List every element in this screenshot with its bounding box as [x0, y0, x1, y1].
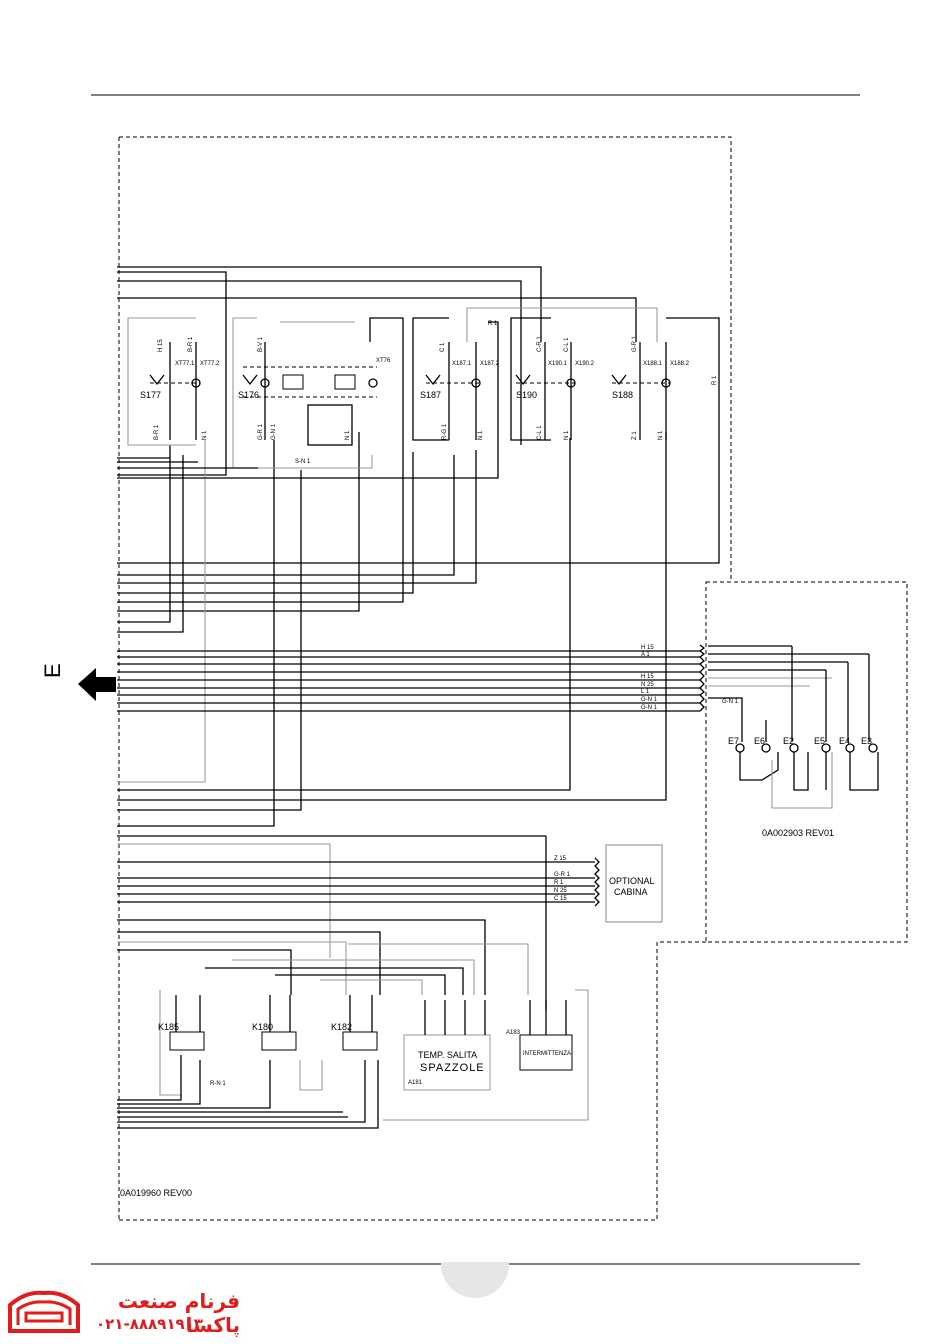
- svg-text:S-N 1: S-N 1: [295, 459, 311, 465]
- svg-text:E6: E6: [754, 736, 765, 746]
- svg-text:H 15: H 15: [158, 339, 164, 352]
- svg-text:B-R 1: B-R 1: [154, 424, 160, 440]
- svg-text:B-V 1: B-V 1: [258, 336, 264, 352]
- top-bus-wires: [117, 266, 720, 827]
- svg-text:H 15: H 15: [641, 674, 654, 680]
- svg-text:X190.1: X190.1: [548, 361, 568, 367]
- arrow-e-icon: E: [40, 663, 116, 701]
- svg-text:B-R 1: B-R 1: [188, 336, 194, 352]
- switch-outlines: [117, 317, 551, 479]
- svg-text:XT76: XT76: [376, 358, 391, 364]
- svg-text:TEMP. SALITA: TEMP. SALITA: [418, 1050, 477, 1060]
- svg-text:L 1: L 1: [641, 689, 650, 695]
- svg-text:R 1: R 1: [488, 321, 498, 327]
- company-name: فرنام صنعت پاکسا: [117, 1289, 240, 1337]
- x205-harness: H 15 A 1 H 15 N 25 L 1 G-N 1 G-N 1: [117, 644, 706, 712]
- svg-text:E: E: [40, 663, 65, 678]
- relay-k185: K185 R-N 1: [158, 995, 226, 1087]
- label-s187: S187: [420, 390, 441, 400]
- svg-text:E2: E2: [783, 736, 794, 746]
- optional-cabina-box: [605, 844, 663, 923]
- company-logo: فرنام صنعت پاکسا ۰۲۱-۸۸۸۹۱۹۱۳: [0, 1285, 240, 1340]
- svg-text:R 1: R 1: [712, 375, 718, 385]
- svg-text:N 1: N 1: [658, 430, 664, 440]
- svg-text:N 1: N 1: [478, 430, 484, 440]
- svg-text:OPTIONAL: OPTIONAL: [609, 876, 655, 886]
- svg-text:R 1: R 1: [554, 880, 564, 886]
- switch-S177: S177 H 15 B-R 1 B-R 1 N 1 XT77.1 XT77.2: [140, 336, 220, 440]
- switch-S190: S190 C-R 1 C-L 1 C-L 1 N 1 X190.1 X190.2: [515, 336, 595, 440]
- logo-icon: [8, 1290, 80, 1333]
- label-s176: S176: [238, 390, 259, 400]
- svg-text:C-L 1: C-L 1: [537, 425, 543, 440]
- revision-upper: 0A002903 REV01: [762, 828, 834, 838]
- relay-k180: K180: [252, 995, 297, 1051]
- company-phone: ۰۲۱-۸۸۸۹۱۹۱۳: [96, 1315, 203, 1333]
- lamp-unit: E7 E6 E2 E5 E4 E3 G-N 1: [708, 645, 879, 809]
- svg-text:K182: K182: [331, 1022, 352, 1032]
- svg-text:Z 15: Z 15: [554, 856, 567, 862]
- svg-text:N 1: N 1: [202, 430, 208, 440]
- module-a183: INTERMITTENZA A183: [506, 1000, 573, 1071]
- svg-text:C 15: C 15: [554, 896, 567, 902]
- svg-text:X190.2: X190.2: [575, 361, 595, 367]
- svg-text:X187.1: X187.1: [452, 361, 472, 367]
- svg-text:CABINA: CABINA: [614, 887, 648, 897]
- svg-text:R-G 1: R-G 1: [442, 423, 448, 440]
- relay-wiring: [117, 919, 589, 1129]
- svg-text:C 1: C 1: [440, 342, 446, 352]
- svg-text:N 1: N 1: [564, 430, 570, 440]
- svg-text:A183: A183: [506, 1030, 521, 1036]
- svg-text:G-N 1: G-N 1: [271, 423, 277, 440]
- svg-text:X188.2: X188.2: [670, 361, 690, 367]
- svg-text:E5: E5: [814, 736, 825, 746]
- x206-harness: Z 15 G-R 1 R 1 N 25 C 15 OPTIONAL CABINA: [117, 835, 663, 1010]
- svg-text:E4: E4: [839, 736, 850, 746]
- svg-text:N 25: N 25: [641, 682, 654, 688]
- svg-text:H 15: H 15: [641, 645, 654, 651]
- relay-k182: K182: [331, 995, 378, 1051]
- switch-S188: S188 G-R 1 R 1 Z 1 N 1 X188.1 X188.2: [611, 335, 718, 440]
- svg-text:G-N 1: G-N 1: [641, 697, 658, 703]
- main-dashed-frame: [119, 136, 732, 582]
- svg-text:XT77.2: XT77.2: [200, 361, 220, 367]
- svg-text:SPAZZOLE: SPAZZOLE: [420, 1062, 485, 1074]
- svg-text:Z 1: Z 1: [632, 431, 638, 440]
- lamp-unit-dashed-frame: [705, 581, 908, 943]
- svg-text:INTERMITTENZA: INTERMITTENZA: [523, 1051, 571, 1057]
- svg-text:G-N 1: G-N 1: [722, 699, 739, 705]
- svg-text:G-R 1: G-R 1: [554, 872, 571, 878]
- svg-text:N 25: N 25: [554, 888, 567, 894]
- svg-text:K180: K180: [252, 1022, 273, 1032]
- svg-text:G-R 1: G-R 1: [632, 335, 638, 352]
- svg-text:E7: E7: [728, 736, 739, 746]
- svg-text:A181: A181: [408, 1080, 423, 1086]
- svg-text:A 1: A 1: [641, 652, 650, 658]
- revision-lower: 0A019960 REV00: [120, 1188, 192, 1198]
- label-s190: S190: [516, 390, 537, 400]
- svg-text:G-N 1: G-N 1: [641, 705, 658, 711]
- svg-text:E3: E3: [861, 736, 872, 746]
- svg-text:N 1: N 1: [345, 430, 351, 440]
- switch-S176: S176 B-V 1 G-R 1 G-N 1 N 1 XT76 S-N 1: [238, 336, 391, 465]
- module-a181: TEMP. SALITA SPAZZOLE A181: [403, 1000, 491, 1091]
- label-s177: S177: [140, 390, 161, 400]
- switch-S187: S187 C 1 R 1 R-G 1 N 1 X187.1 X187.2: [420, 321, 500, 440]
- svg-text:X188.1: X188.1: [643, 361, 663, 367]
- svg-text:K185: K185: [158, 1022, 179, 1032]
- svg-text:C-R 1: C-R 1: [537, 336, 543, 352]
- svg-text:C-L 1: C-L 1: [564, 337, 570, 352]
- label-s188: S188: [612, 390, 633, 400]
- svg-text:G-R 1: G-R 1: [258, 423, 264, 440]
- svg-text:X187.2: X187.2: [480, 361, 500, 367]
- svg-text:XT77.1: XT77.1: [175, 361, 195, 367]
- svg-text:R-N 1: R-N 1: [210, 1081, 226, 1087]
